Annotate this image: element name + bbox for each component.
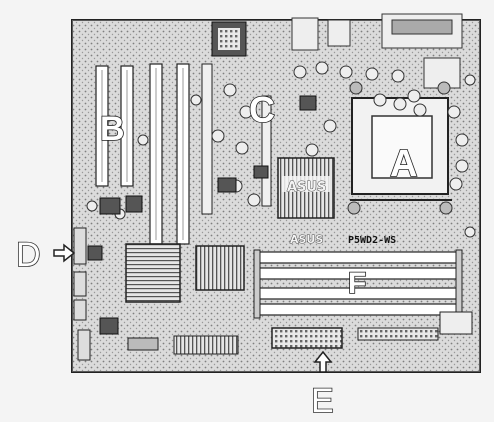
label-a: A — [390, 143, 417, 185]
chipset-heatsinks — [125, 243, 245, 303]
memory-slots — [253, 249, 463, 319]
capacitors — [86, 61, 476, 238]
board-brand: ASUS — [290, 233, 323, 246]
label-f: F — [348, 267, 366, 300]
expansion-slots — [95, 63, 272, 245]
cpu-socket — [347, 81, 453, 215]
label-c: C — [249, 89, 275, 130]
board-model: P5WD2-WS — [348, 235, 396, 246]
atx-power-connector — [271, 327, 343, 349]
label-e: E — [311, 382, 334, 420]
arrow-up-icon — [313, 350, 333, 373]
ic-chips — [87, 95, 317, 335]
label-b: B — [100, 110, 125, 148]
heatsink-brand: ASUS — [287, 180, 326, 195]
bottom-connectors — [77, 311, 473, 361]
arrow-right-icon — [53, 243, 76, 263]
label-d: D — [16, 236, 41, 274]
rear-io-panel — [211, 13, 463, 89]
left-edge-connectors — [73, 227, 87, 321]
northbridge-heatsink — [277, 157, 335, 219]
